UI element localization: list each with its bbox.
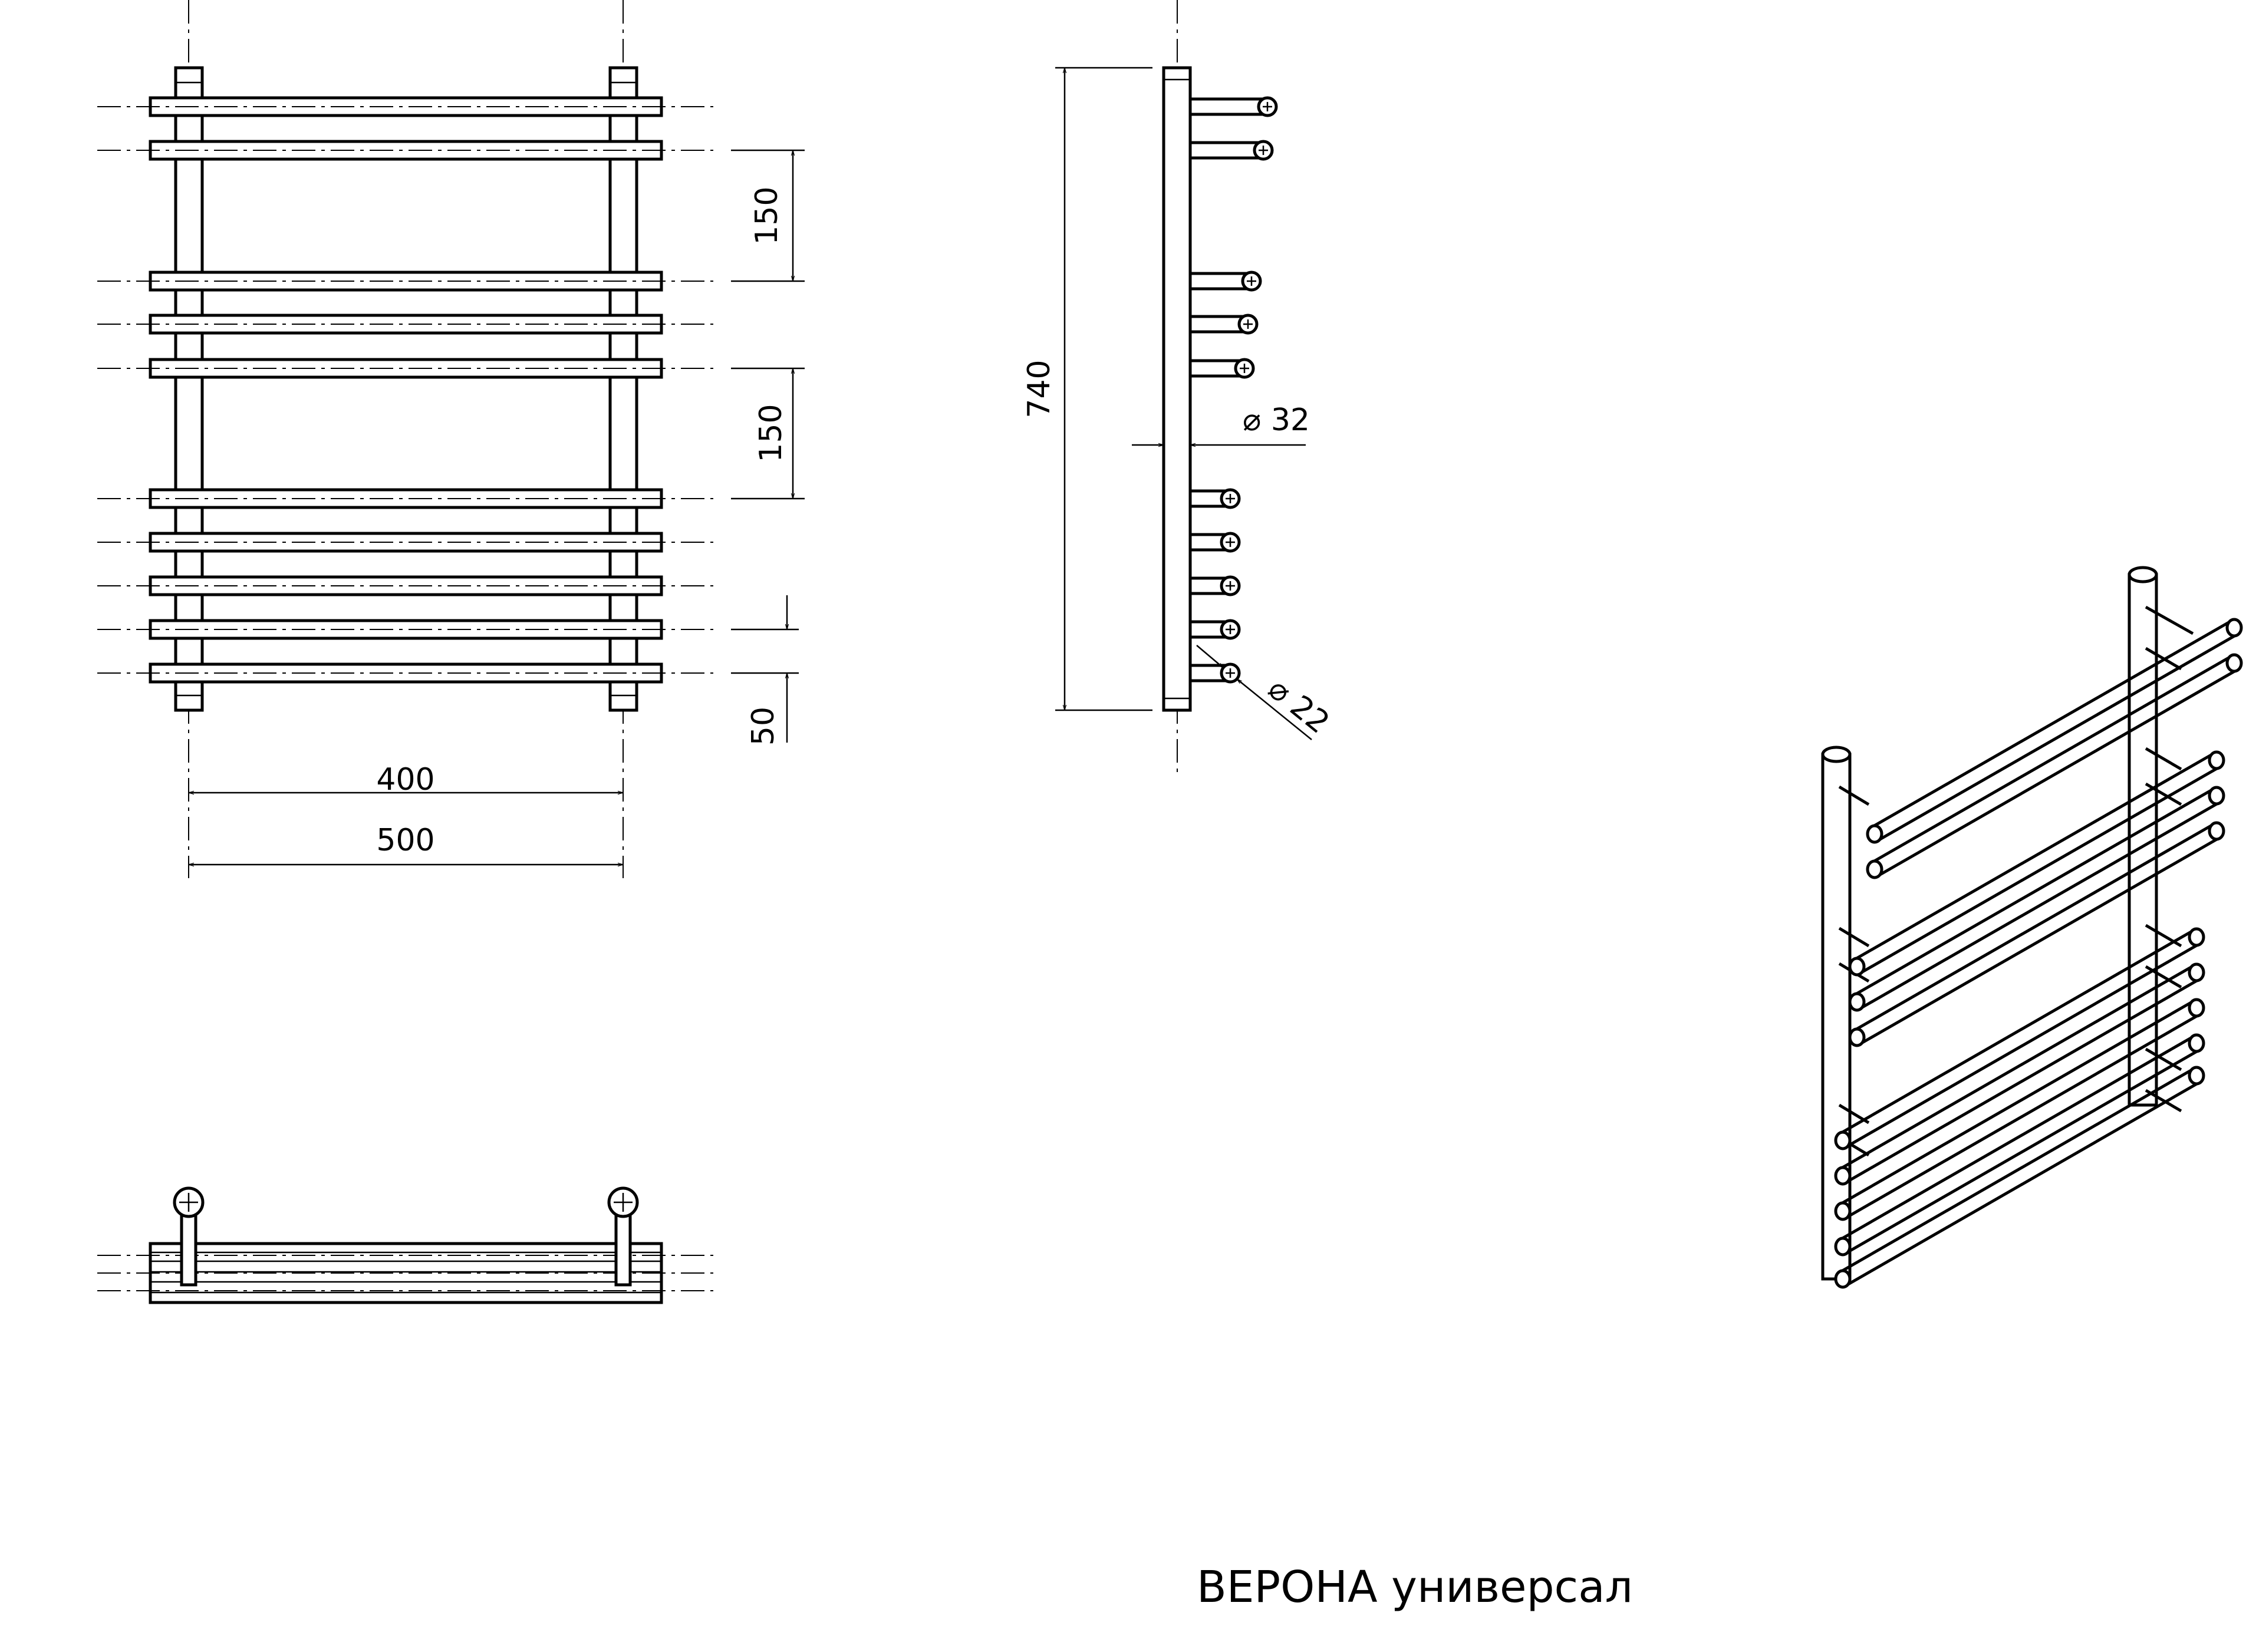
dim-inner-width-label: 400 [376, 762, 434, 797]
drawing-title: ВЕРОНА универсал [1197, 1562, 1633, 1613]
dim-tube-diameter: ⌀ 32 [1132, 403, 1310, 445]
left-upright [174, 66, 204, 712]
dim-bottom-offset: 50 [731, 595, 799, 746]
dim-pitch-lower-label: 150 [753, 404, 789, 462]
bar-centerlines [97, 106, 713, 674]
front-view: 150 150 50 400 500 [97, 0, 805, 878]
side-upright [1162, 66, 1192, 712]
front-bars [149, 96, 663, 684]
dim-height: 740 [1022, 67, 1152, 711]
dim-pitch-upper: 150 [731, 149, 805, 282]
dim-height-label: 740 [1022, 360, 1057, 418]
right-upright [608, 66, 638, 712]
dim-pitch-upper-label: 150 [749, 186, 785, 245]
dim-bar-diameter: ⌀ 22 [1196, 645, 1336, 741]
side-bar-ends [1188, 96, 1278, 684]
dim-inner-width: 400 [189, 762, 623, 797]
dim-bar-diameter-label: ⌀ 22 [1262, 671, 1336, 740]
dim-tube-diameter-label: ⌀ 32 [1243, 403, 1310, 438]
dim-overall-width-label: 500 [376, 823, 434, 858]
top-view [97, 1186, 713, 1304]
dim-pitch-lower: 150 [731, 367, 805, 500]
dim-overall-width: 500 [189, 823, 623, 865]
isometric-view [1821, 566, 2243, 1289]
dim-bottom-offset-label: 50 [746, 707, 781, 746]
iso-bars [1834, 618, 2243, 1289]
side-view: 740 ⌀ 32 ⌀ 22 [1022, 0, 1336, 778]
